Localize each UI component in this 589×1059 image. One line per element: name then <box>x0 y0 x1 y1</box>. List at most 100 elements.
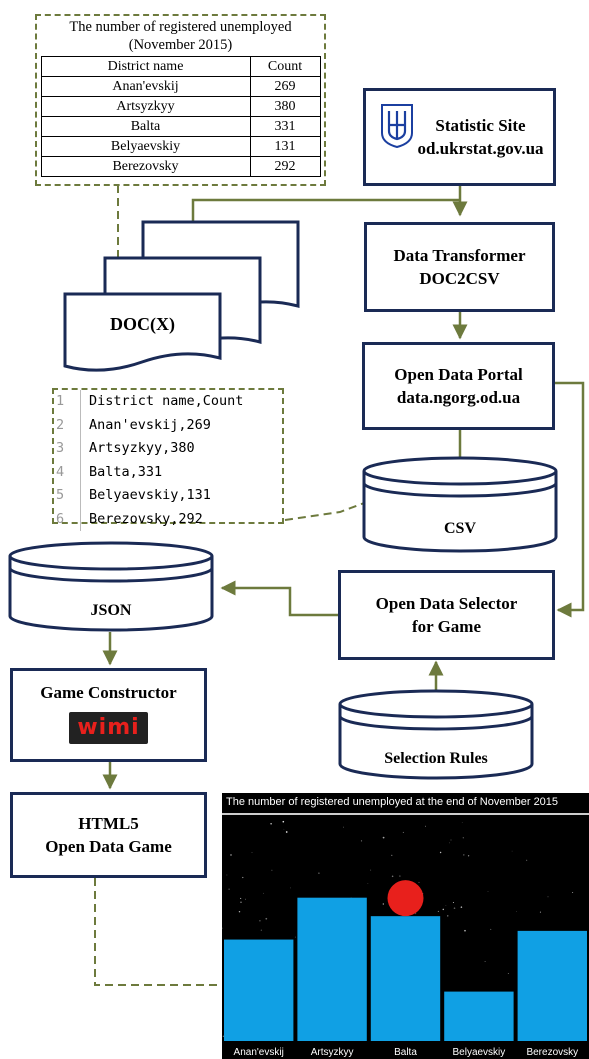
star <box>547 896 549 898</box>
json-database-icon <box>8 541 214 632</box>
star <box>442 908 445 911</box>
star <box>290 887 291 889</box>
data-transformer-node: Data Transformer DOC2CSV <box>364 222 555 312</box>
star <box>460 906 463 908</box>
star <box>238 910 241 913</box>
star <box>418 881 420 883</box>
star <box>270 823 272 825</box>
star <box>222 1035 225 1037</box>
star <box>461 822 463 824</box>
chart-tick-label: Belyaevskiy <box>452 1047 505 1058</box>
chart-tick-label: Anan'evskij <box>234 1047 284 1058</box>
selection-rules-database-icon <box>338 689 534 780</box>
statistic-site-text: Statistic Site od.ukrstat.gov.ua <box>417 116 544 158</box>
star <box>242 876 244 879</box>
star <box>230 854 232 856</box>
html5-game-node: HTML5 Open Data Game <box>10 792 207 878</box>
star <box>463 854 465 856</box>
star <box>367 883 369 884</box>
star <box>271 869 273 871</box>
game-screen: The number of registered unemployed at t… <box>222 793 589 1059</box>
chart-tick-label: Berezovsky <box>526 1047 578 1058</box>
star <box>382 903 384 905</box>
game-ball <box>387 880 424 917</box>
game-constructor-node: Game Constructor wimi <box>10 668 207 762</box>
star <box>318 872 320 874</box>
statistic-site-node: Statistic Site od.ukrstat.gov.ua <box>363 88 556 186</box>
star <box>402 831 404 833</box>
star <box>450 839 452 841</box>
wimi-logo: wimi <box>69 712 148 744</box>
chart-tick-label: Artsyzkyy <box>311 1047 354 1058</box>
star <box>370 869 372 871</box>
doc-label: DOC(X) <box>110 314 175 334</box>
star <box>452 902 454 903</box>
star <box>487 891 489 892</box>
star <box>490 928 492 930</box>
star <box>342 826 344 828</box>
bar-chart: Anan'evskij Artsyzkyy Balta Belyaevskiy Bere… <box>222 820 587 1058</box>
header-district: District name <box>40 56 251 77</box>
star <box>391 854 393 856</box>
star <box>507 973 509 974</box>
star <box>283 828 285 830</box>
star <box>382 836 385 839</box>
selection-rules-label: Selection Rules <box>384 750 488 767</box>
star <box>391 875 394 878</box>
star <box>245 898 246 900</box>
star <box>222 927 223 929</box>
csv-label: CSV <box>443 520 476 537</box>
star <box>467 855 470 857</box>
star <box>462 837 464 839</box>
source-table-panel: The number of registered unemployed (Nov… <box>35 14 326 186</box>
star <box>539 911 541 913</box>
game-title-rule <box>222 813 589 815</box>
star <box>260 929 262 931</box>
star <box>516 911 517 913</box>
star <box>445 905 447 906</box>
json-label: JSON <box>90 602 132 619</box>
star <box>240 897 242 899</box>
star <box>464 929 466 932</box>
star <box>240 901 242 903</box>
star <box>511 850 513 852</box>
header-count: Count <box>249 56 321 77</box>
chart-bar <box>297 897 367 1041</box>
table-title: The number of registered unemployed (Nov… <box>69 19 292 53</box>
star <box>415 913 417 915</box>
chart-bar <box>224 939 294 1041</box>
csv-database-icon <box>362 456 558 553</box>
chart-bar <box>370 916 441 1041</box>
star <box>263 892 264 894</box>
open-data-selector-node: Open Data Selector for Game <box>338 570 555 660</box>
trident-icon <box>381 104 413 149</box>
doc-stack-icon <box>63 220 300 372</box>
star <box>439 851 442 854</box>
star <box>282 820 285 823</box>
star <box>285 831 288 833</box>
star <box>399 875 401 877</box>
star <box>437 910 439 912</box>
star <box>425 825 426 827</box>
chart-tick-label: Balta <box>394 1047 417 1058</box>
star <box>449 842 450 844</box>
star <box>294 936 296 938</box>
star <box>265 917 268 920</box>
chart-bar <box>444 991 514 1041</box>
star <box>228 888 230 890</box>
star <box>259 920 261 922</box>
chart-bar <box>517 930 587 1041</box>
